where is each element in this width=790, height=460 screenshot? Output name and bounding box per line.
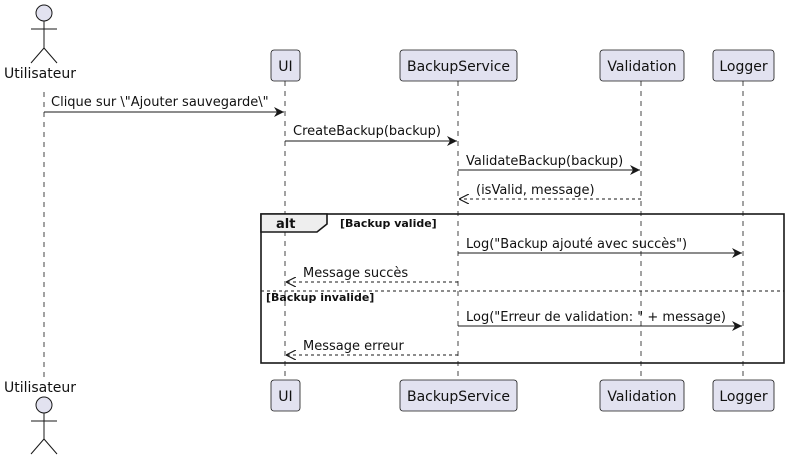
actor-user-bottom: Utilisateur: [4, 380, 76, 455]
alt-guard-valid: [Backup valide]: [340, 217, 437, 230]
participant-backup-bottom: BackupService: [399, 379, 518, 412]
participant-backup-top: BackupService: [399, 49, 518, 82]
alt-keyword: alt: [276, 217, 295, 232]
message-1: Clique sur \"Ajouter sauvegarde\": [44, 95, 284, 117]
actor-icon: [30, 396, 58, 455]
participant-logger-top: Logger: [712, 49, 775, 82]
message-label: ValidateBackup(backup): [466, 154, 623, 169]
participant-label: BackupService: [407, 389, 510, 405]
actor-user-top: Utilisateur: [4, 4, 76, 82]
participant-label: Validation: [607, 59, 676, 75]
message-5: Log("Backup ajouté avec succès"): [458, 237, 742, 258]
message-6: Message succès: [286, 266, 458, 282]
actor-icon: [30, 4, 58, 64]
participant-label: UI: [278, 59, 292, 75]
participant-label: Validation: [607, 389, 676, 405]
participant-label: Logger: [719, 59, 768, 75]
message-8: Message erreur: [286, 339, 458, 355]
participant-label: BackupService: [407, 59, 510, 75]
participant-box: [399, 379, 518, 412]
participants-bottom: Utilisateur UI BackupService Validation …: [4, 379, 775, 455]
alt-tab: [260, 213, 328, 233]
lifelines: [43, 81, 744, 380]
participant-ui-top: UI: [270, 49, 301, 82]
participant-validation-top: Validation: [599, 49, 685, 82]
message-label: CreateBackup(backup): [293, 124, 441, 139]
alt-fragment: alt [Backup valide] [Backup invalide]: [260, 213, 785, 364]
participant-label: Utilisateur: [4, 380, 76, 396]
message-label: Message succès: [303, 266, 408, 281]
message-label: Clique sur \"Ajouter sauvegarde\": [51, 95, 269, 110]
participant-box: [712, 49, 775, 82]
message-label: (isValid, message): [476, 183, 595, 198]
participant-box: [270, 379, 301, 412]
participant-label: Logger: [719, 389, 768, 405]
participants-top: Utilisateur UI BackupService Validation …: [4, 4, 775, 82]
message-7: Log("Erreur de validation: " + message): [458, 310, 742, 331]
message-label: Message erreur: [303, 339, 405, 354]
participant-label: UI: [278, 389, 292, 405]
participant-validation-bottom: Validation: [599, 379, 685, 412]
message-3: ValidateBackup(backup): [458, 154, 640, 175]
participant-logger-bottom: Logger: [712, 379, 775, 412]
participant-label: Utilisateur: [4, 66, 76, 82]
participant-box: [599, 49, 685, 82]
participant-box: [712, 379, 775, 412]
messages: Clique sur \"Ajouter sauvegarde\" Create…: [44, 95, 785, 364]
message-label: Log("Erreur de validation: " + message): [466, 310, 726, 325]
message-label: Log("Backup ajouté avec succès"): [466, 237, 687, 252]
participant-box: [399, 49, 518, 82]
participant-box: [270, 49, 301, 82]
alt-guard-invalid: [Backup invalide]: [266, 291, 374, 304]
participant-ui-bottom: UI: [270, 379, 301, 412]
alt-frame: [260, 213, 785, 364]
participant-box: [599, 379, 685, 412]
message-4: (isValid, message): [459, 183, 641, 199]
message-2: CreateBackup(backup): [285, 124, 457, 146]
